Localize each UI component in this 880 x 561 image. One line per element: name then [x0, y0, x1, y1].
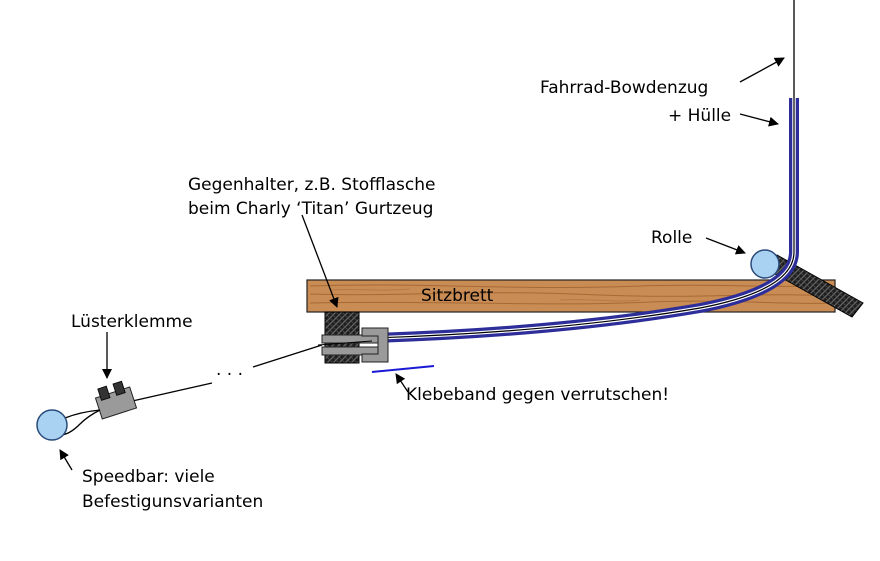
adhesive-tape [371, 365, 435, 373]
label-luesterklemme: Lüsterklemme [71, 312, 193, 332]
cable-segment-right [252, 344, 323, 368]
cable-segment-left [127, 382, 213, 403]
label-gegenhalter-1: Gegenhalter, z.B. Stofflasche [188, 175, 435, 195]
label-sitzbrett: Sitzbrett [421, 286, 494, 306]
label-speedbar-1: Speedbar: viele [82, 467, 215, 487]
label-klebeband: Klebeband gegen verrutschen! [406, 385, 669, 405]
cable-ellipsis: · · · [216, 365, 243, 385]
arrow-gegenhalter [301, 214, 339, 308]
arrow-klebeband [395, 373, 409, 393]
label-speedbar-2: Befestigunsvarianten [82, 492, 263, 512]
speedbar-icon [36, 409, 68, 441]
arrow-rolle [705, 237, 746, 255]
arrow-speedbar [59, 449, 73, 471]
pointer-arrows [59, 57, 785, 471]
arrow-bowdenzug [739, 57, 785, 83]
arrow-huelle [739, 113, 779, 127]
label-gegenhalter-2: beim Charly ‘Titan’ Gurtzeug [188, 199, 433, 219]
bowden-housing [371, 98, 799, 343]
label-huelle: + Hülle [668, 106, 731, 126]
roller-icon [750, 249, 780, 279]
terminal-block [94, 380, 138, 420]
label-rolle: Rolle [651, 228, 692, 248]
label-bowdenzug: Fahrrad-Bowdenzug [540, 78, 708, 98]
cable-end-fitting [317, 327, 389, 363]
